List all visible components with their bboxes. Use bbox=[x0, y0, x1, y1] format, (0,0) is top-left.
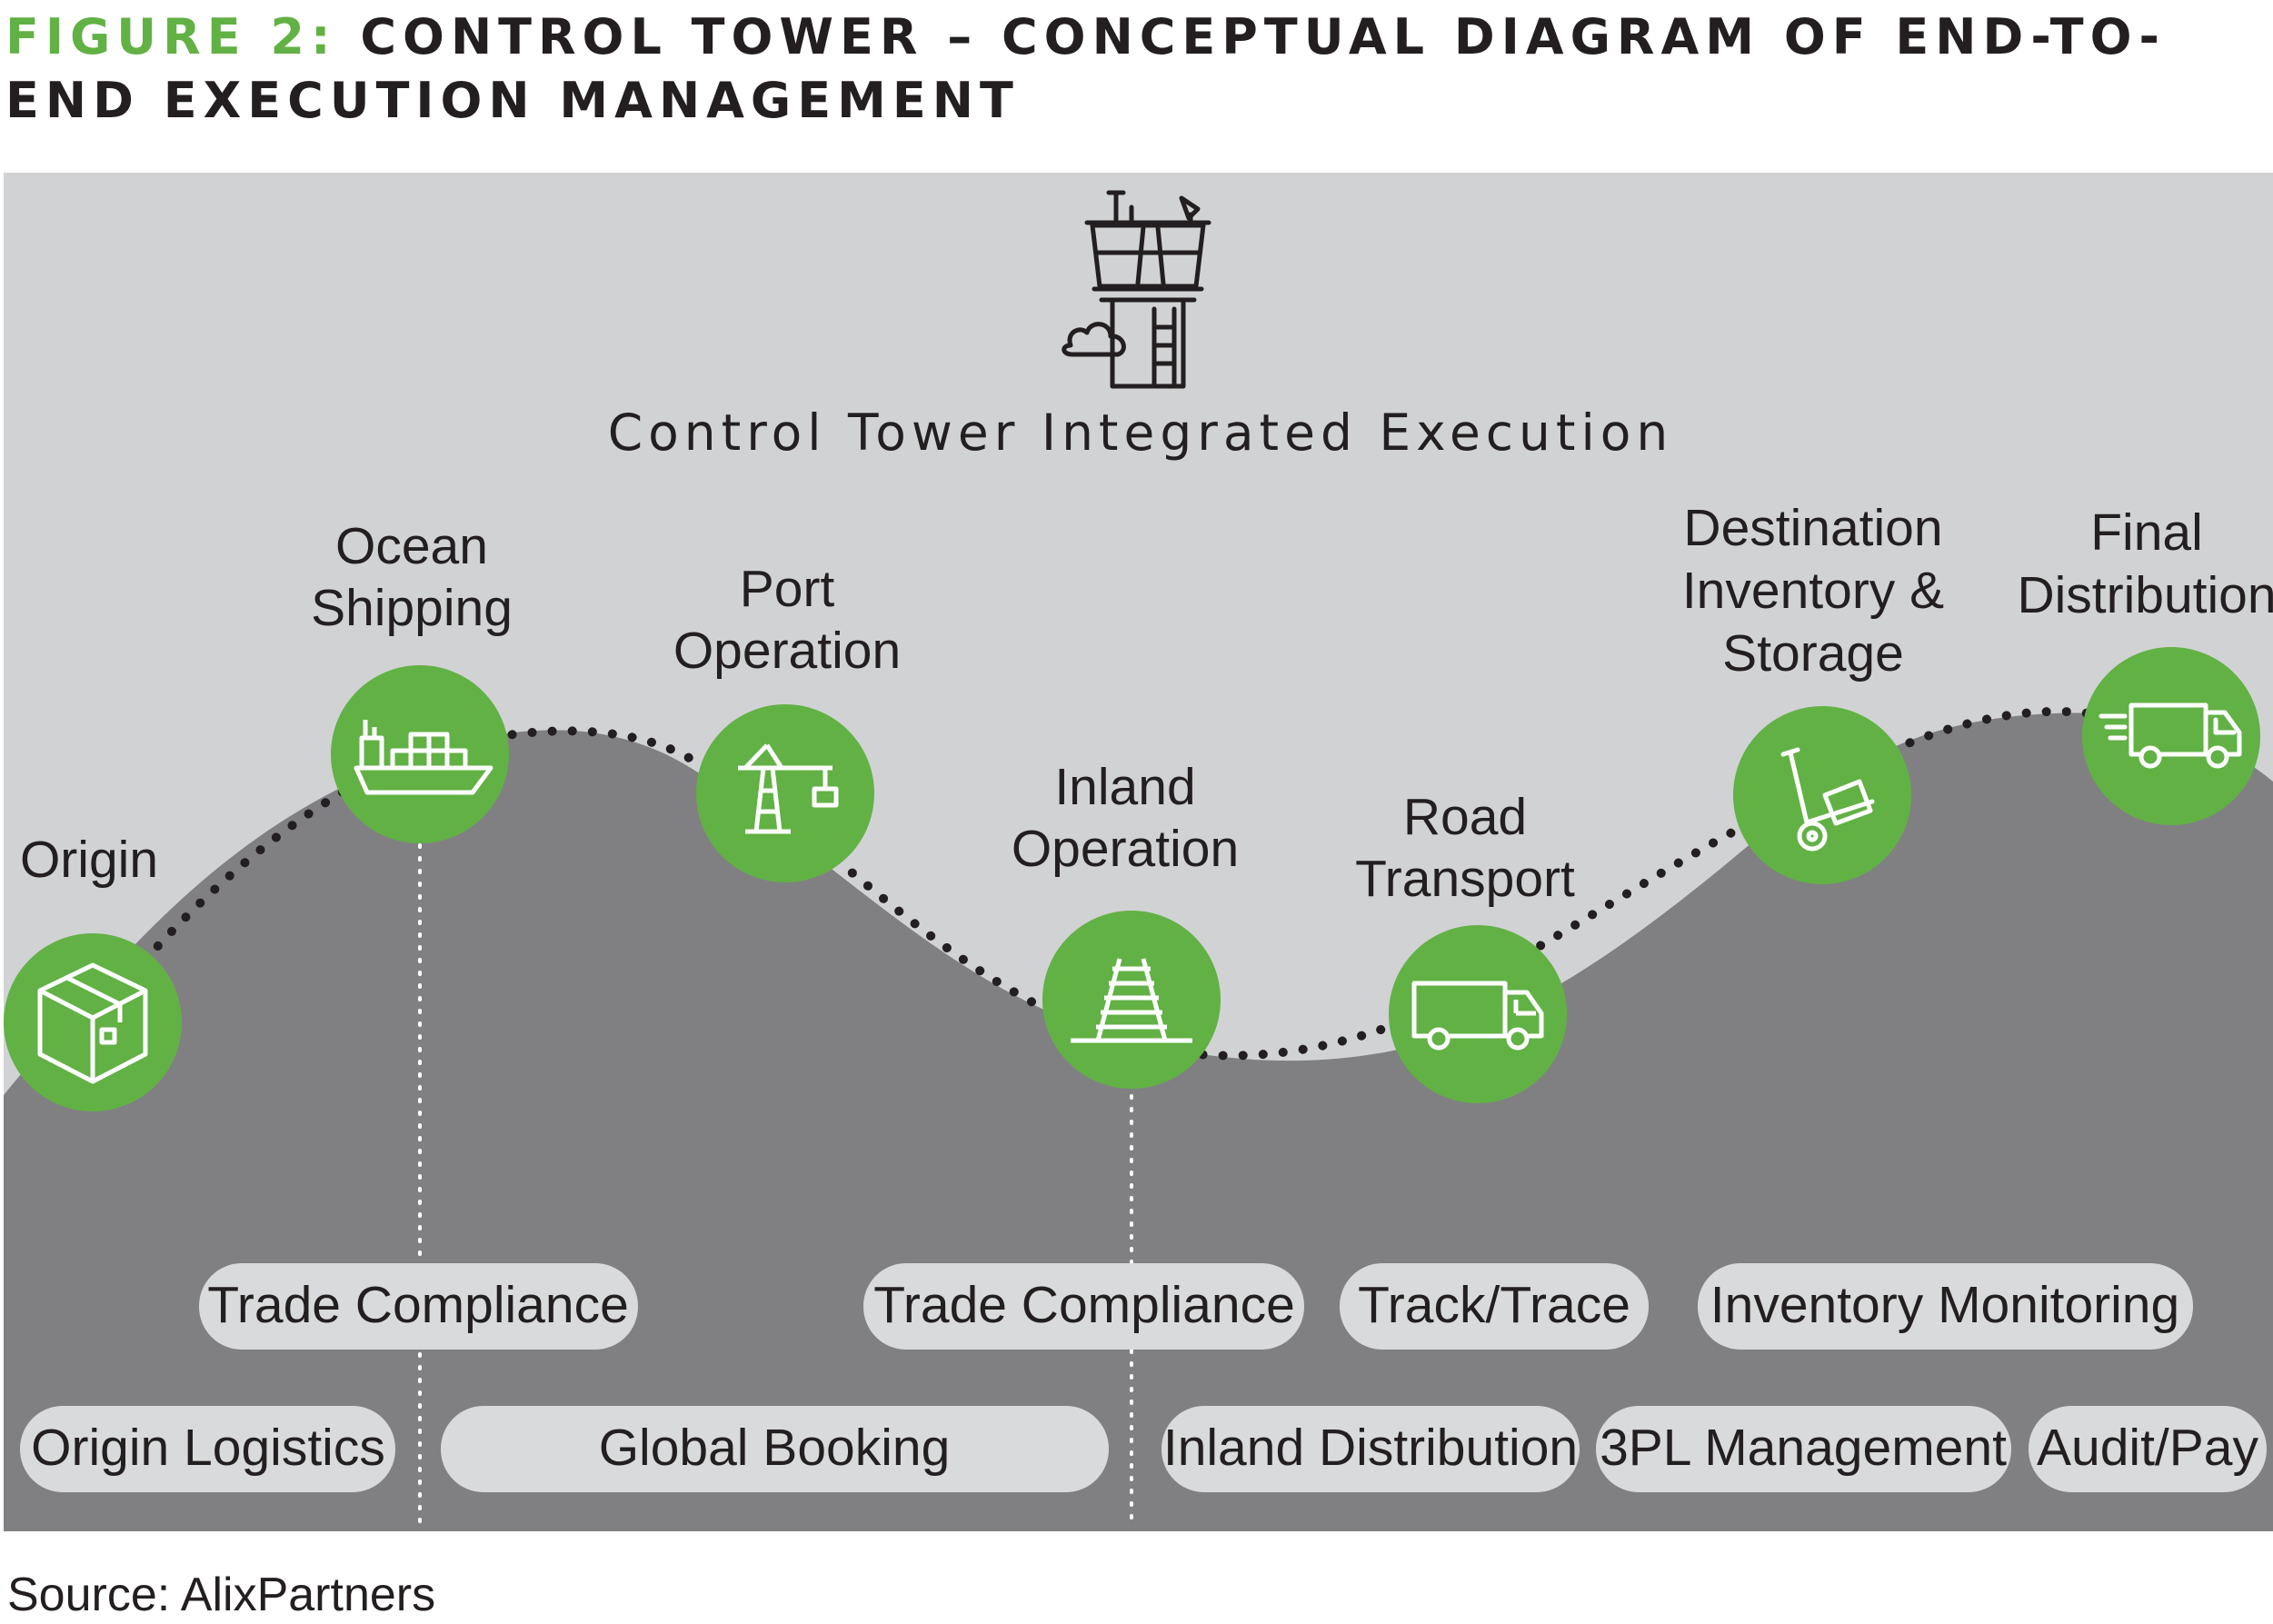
package-box-icon bbox=[37, 962, 148, 1084]
figure-number: FIGURE 2: bbox=[5, 8, 337, 65]
ocean-shipping-label-line2: Shipping bbox=[311, 579, 513, 637]
delivery-truck-icon bbox=[2099, 702, 2242, 769]
capability-row-1: Trade Compliance Trade Compliance Track/… bbox=[199, 1263, 2193, 1350]
inland-operation-label-line1: Inland bbox=[1054, 758, 1195, 816]
pill-origin-logistics bbox=[20, 1406, 395, 1492]
road-transport-label-line1: Road bbox=[1403, 788, 1527, 846]
port-operation-label-line1: Port bbox=[740, 560, 835, 618]
source-note: Source: AlixPartners bbox=[7, 1569, 436, 1621]
truck-icon bbox=[1411, 981, 1544, 1051]
pill-trade-compliance-1-text: Trade Compliance bbox=[207, 1276, 629, 1334]
ocean-shipping-circle bbox=[331, 665, 509, 843]
pill-inventory-monitoring-text: Inventory Monitoring bbox=[1710, 1276, 2179, 1334]
stage-origin: Origin bbox=[4, 831, 182, 1111]
port-operation-label-line2: Operation bbox=[673, 622, 901, 680]
destination-inventory-circle bbox=[1733, 706, 1911, 884]
pill-trade-compliance-2-text: Trade Compliance bbox=[873, 1276, 1295, 1334]
final-distribution-circle bbox=[2082, 647, 2260, 825]
road-transport-circle bbox=[1389, 925, 1567, 1103]
destination-inventory-label-line2: Inventory & bbox=[1682, 562, 1944, 620]
pill-global-booking bbox=[441, 1406, 1109, 1492]
pill-inland-distribution bbox=[1161, 1406, 1580, 1492]
road-transport-label-line2: Transport bbox=[1355, 850, 1575, 908]
stage-road-transport: Road Transport bbox=[1355, 788, 1575, 1103]
stage-ocean-shipping: Ocean Shipping bbox=[311, 517, 513, 843]
origin-label: Origin bbox=[20, 831, 158, 889]
pill-track-trace bbox=[1340, 1263, 1649, 1350]
destination-inventory-label-line3: Storage bbox=[1722, 624, 1904, 682]
cargo-ship-icon bbox=[354, 720, 493, 795]
pill-global-booking-text: Global Booking bbox=[599, 1419, 951, 1477]
capability-row-2: Origin Logistics Global Booking Inland D… bbox=[20, 1406, 2267, 1492]
stage-final-distribution: Final Distribution bbox=[2017, 503, 2273, 825]
stage-inland-operation: Inland Operation bbox=[1012, 758, 1239, 1089]
control-tower-icon bbox=[1062, 190, 1211, 389]
rail-track-icon bbox=[1071, 958, 1192, 1043]
port-operation-circle bbox=[696, 704, 874, 882]
inland-operation-label-line2: Operation bbox=[1012, 820, 1239, 878]
destination-inventory-label-line1: Destination bbox=[1683, 499, 1942, 557]
pill-inland-distribution-text: Inland Distribution bbox=[1163, 1419, 1578, 1477]
figure-title-text: CONTROL TOWER – CONCEPTUAL DIAGRAM OF EN… bbox=[5, 8, 2166, 129]
stage-destination-inventory: Destination Inventory & Storage bbox=[1682, 499, 1944, 884]
final-distribution-label-line2: Distribution bbox=[2017, 566, 2273, 624]
pill-3pl-management-text: 3PL Management bbox=[1600, 1419, 2007, 1477]
center-label: Control Tower Integrated Execution bbox=[608, 404, 1674, 462]
pill-audit-pay bbox=[2029, 1406, 2267, 1492]
pill-track-trace-text: Track/Trace bbox=[1358, 1276, 1630, 1334]
hand-truck-icon bbox=[1780, 747, 1875, 852]
pill-trade-compliance-1 bbox=[199, 1263, 638, 1350]
ocean-shipping-label-line1: Ocean bbox=[335, 517, 488, 575]
pill-audit-pay-text: Audit/Pay bbox=[2037, 1419, 2258, 1477]
pill-inventory-monitoring bbox=[1698, 1263, 2193, 1350]
figure-title: FIGURE 2: CONTROL TOWER – CONCEPTUAL DIA… bbox=[5, 5, 2259, 133]
stage-port-operation: Port Operation bbox=[673, 560, 901, 882]
pill-3pl-management bbox=[1596, 1406, 2011, 1492]
final-distribution-label-line1: Final bbox=[2090, 503, 2203, 562]
pill-origin-logistics-text: Origin Logistics bbox=[31, 1419, 385, 1477]
port-crane-icon bbox=[738, 743, 839, 834]
pill-trade-compliance-2 bbox=[863, 1263, 1304, 1350]
